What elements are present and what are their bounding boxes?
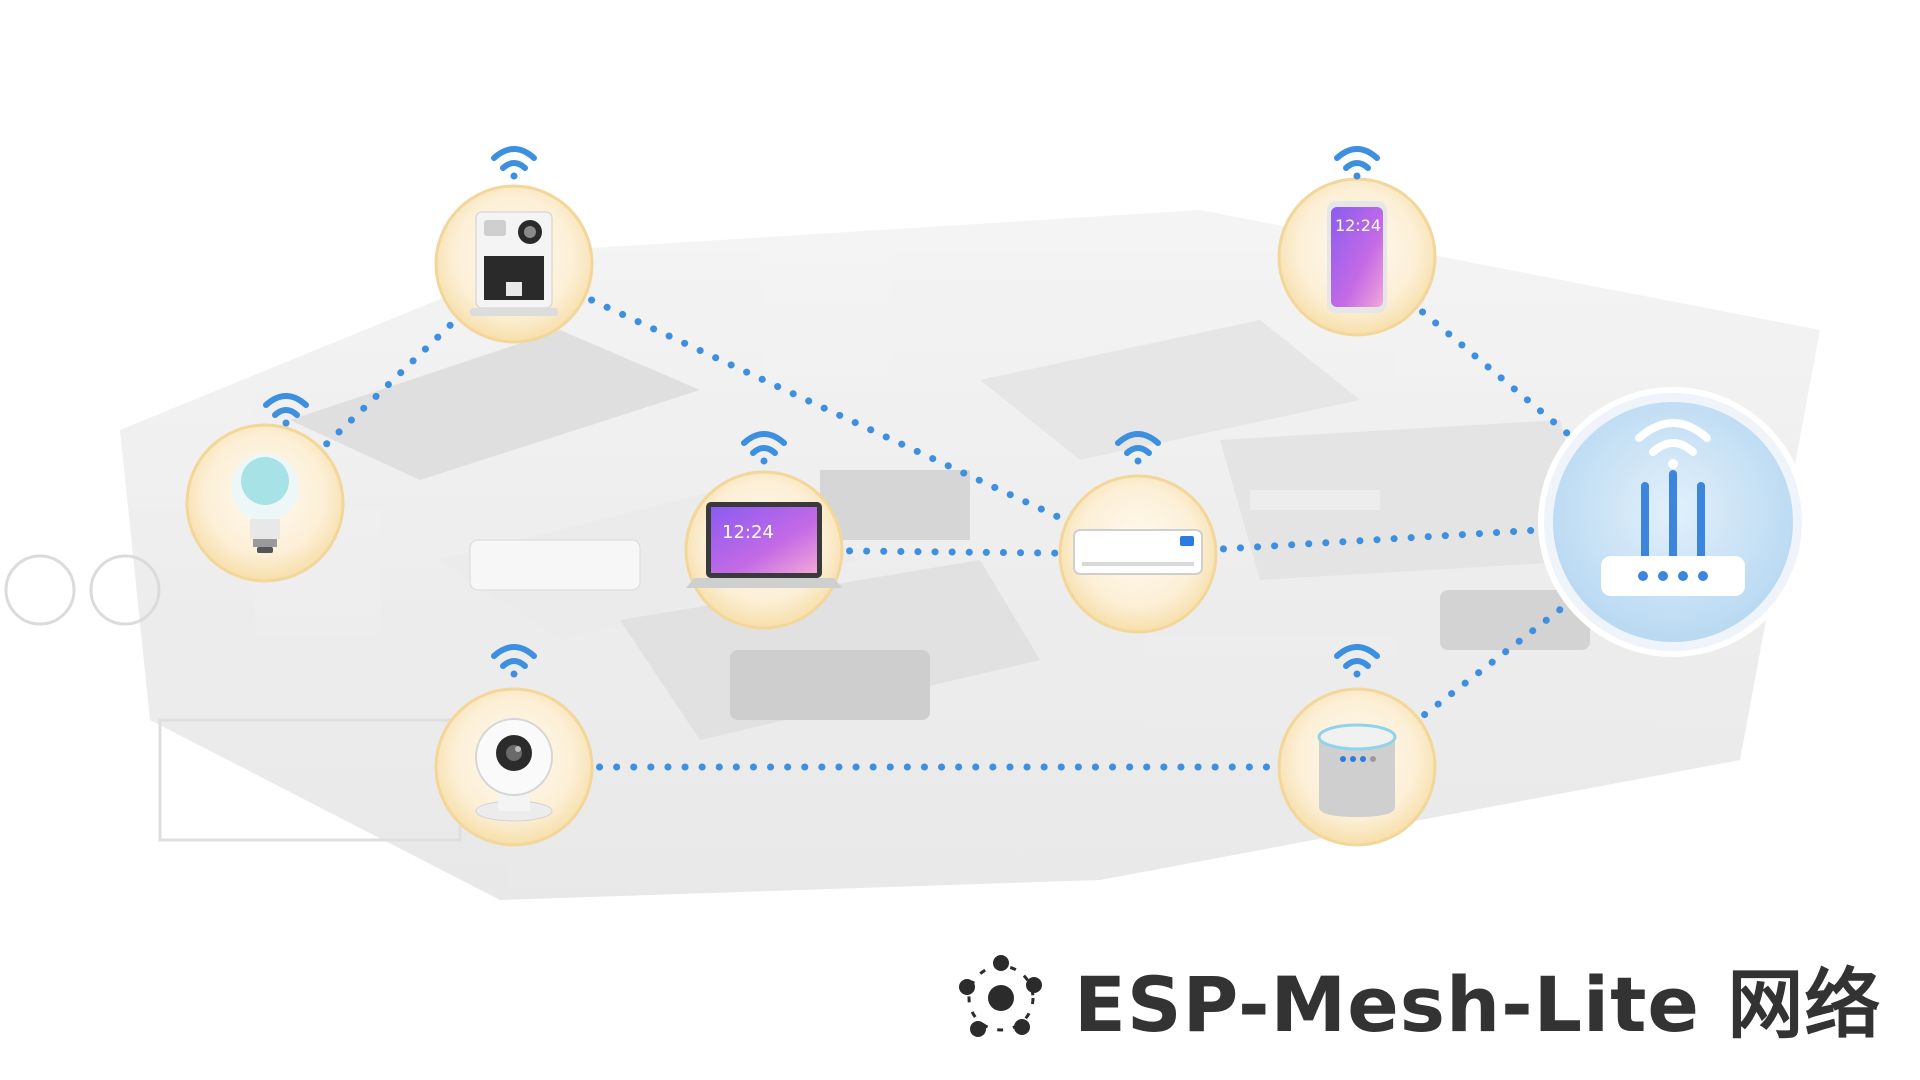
wifi-icon: [263, 393, 309, 427]
desk: [1250, 490, 1380, 510]
wifi-icon: [491, 644, 537, 678]
laptop-screen-time: 12:24: [722, 522, 774, 543]
router-icon: [1601, 470, 1745, 596]
office-wall: [1220, 420, 1600, 580]
bed: [730, 650, 930, 720]
caption-title: ESP-Mesh-Lite 网络: [1074, 960, 1882, 1049]
mesh-devices: 12:24 12:24: [185, 177, 1808, 847]
wifi-icon: [1334, 644, 1380, 678]
mesh-link-coffee-machine-air-conditioner: [510, 260, 1142, 558]
router-wifi-icon: [1635, 419, 1711, 469]
bathroom-wall: [980, 320, 1360, 460]
security-camera-node: [434, 687, 594, 847]
bed-right: [1440, 590, 1590, 650]
laptop-icon: 12:24: [686, 502, 842, 588]
kitchen-wall: [290, 330, 700, 480]
phone-screen-time: 12:24: [1335, 216, 1381, 235]
wifi-icon: [741, 431, 787, 465]
coffee-machine-node: [434, 184, 594, 344]
smartphone-icon: 12:24: [1327, 201, 1387, 313]
mesh-network-icon: [959, 955, 1042, 1037]
smart-bulb-node: [185, 423, 345, 583]
router-node: [1538, 387, 1808, 657]
air-conditioner-node: [1058, 474, 1218, 634]
laptop-node: 12:24: [684, 470, 844, 630]
wifi-signals: [263, 146, 1380, 678]
coffee-machine-icon: [470, 211, 558, 316]
air-conditioner-icon: [1073, 529, 1203, 575]
speaker-icon: [1317, 723, 1397, 817]
camera-icon: [475, 718, 553, 822]
wifi-icon: [1115, 431, 1161, 465]
sofa: [469, 539, 641, 591]
caption-panel: ESP-Mesh-Lite 网络: [908, 916, 1920, 1080]
bookshelf: [820, 470, 970, 540]
light-bulb-icon: [231, 453, 299, 553]
wifi-icon: [1334, 146, 1380, 180]
smart-speaker-node: [1277, 687, 1437, 847]
bicycle-wheel: [4, 554, 76, 626]
bicycle-wheel: [89, 554, 161, 626]
wifi-icon: [491, 146, 537, 180]
mesh-link-laptop-air-conditioner: [760, 546, 1142, 558]
phone-node: 12:24: [1277, 177, 1437, 337]
